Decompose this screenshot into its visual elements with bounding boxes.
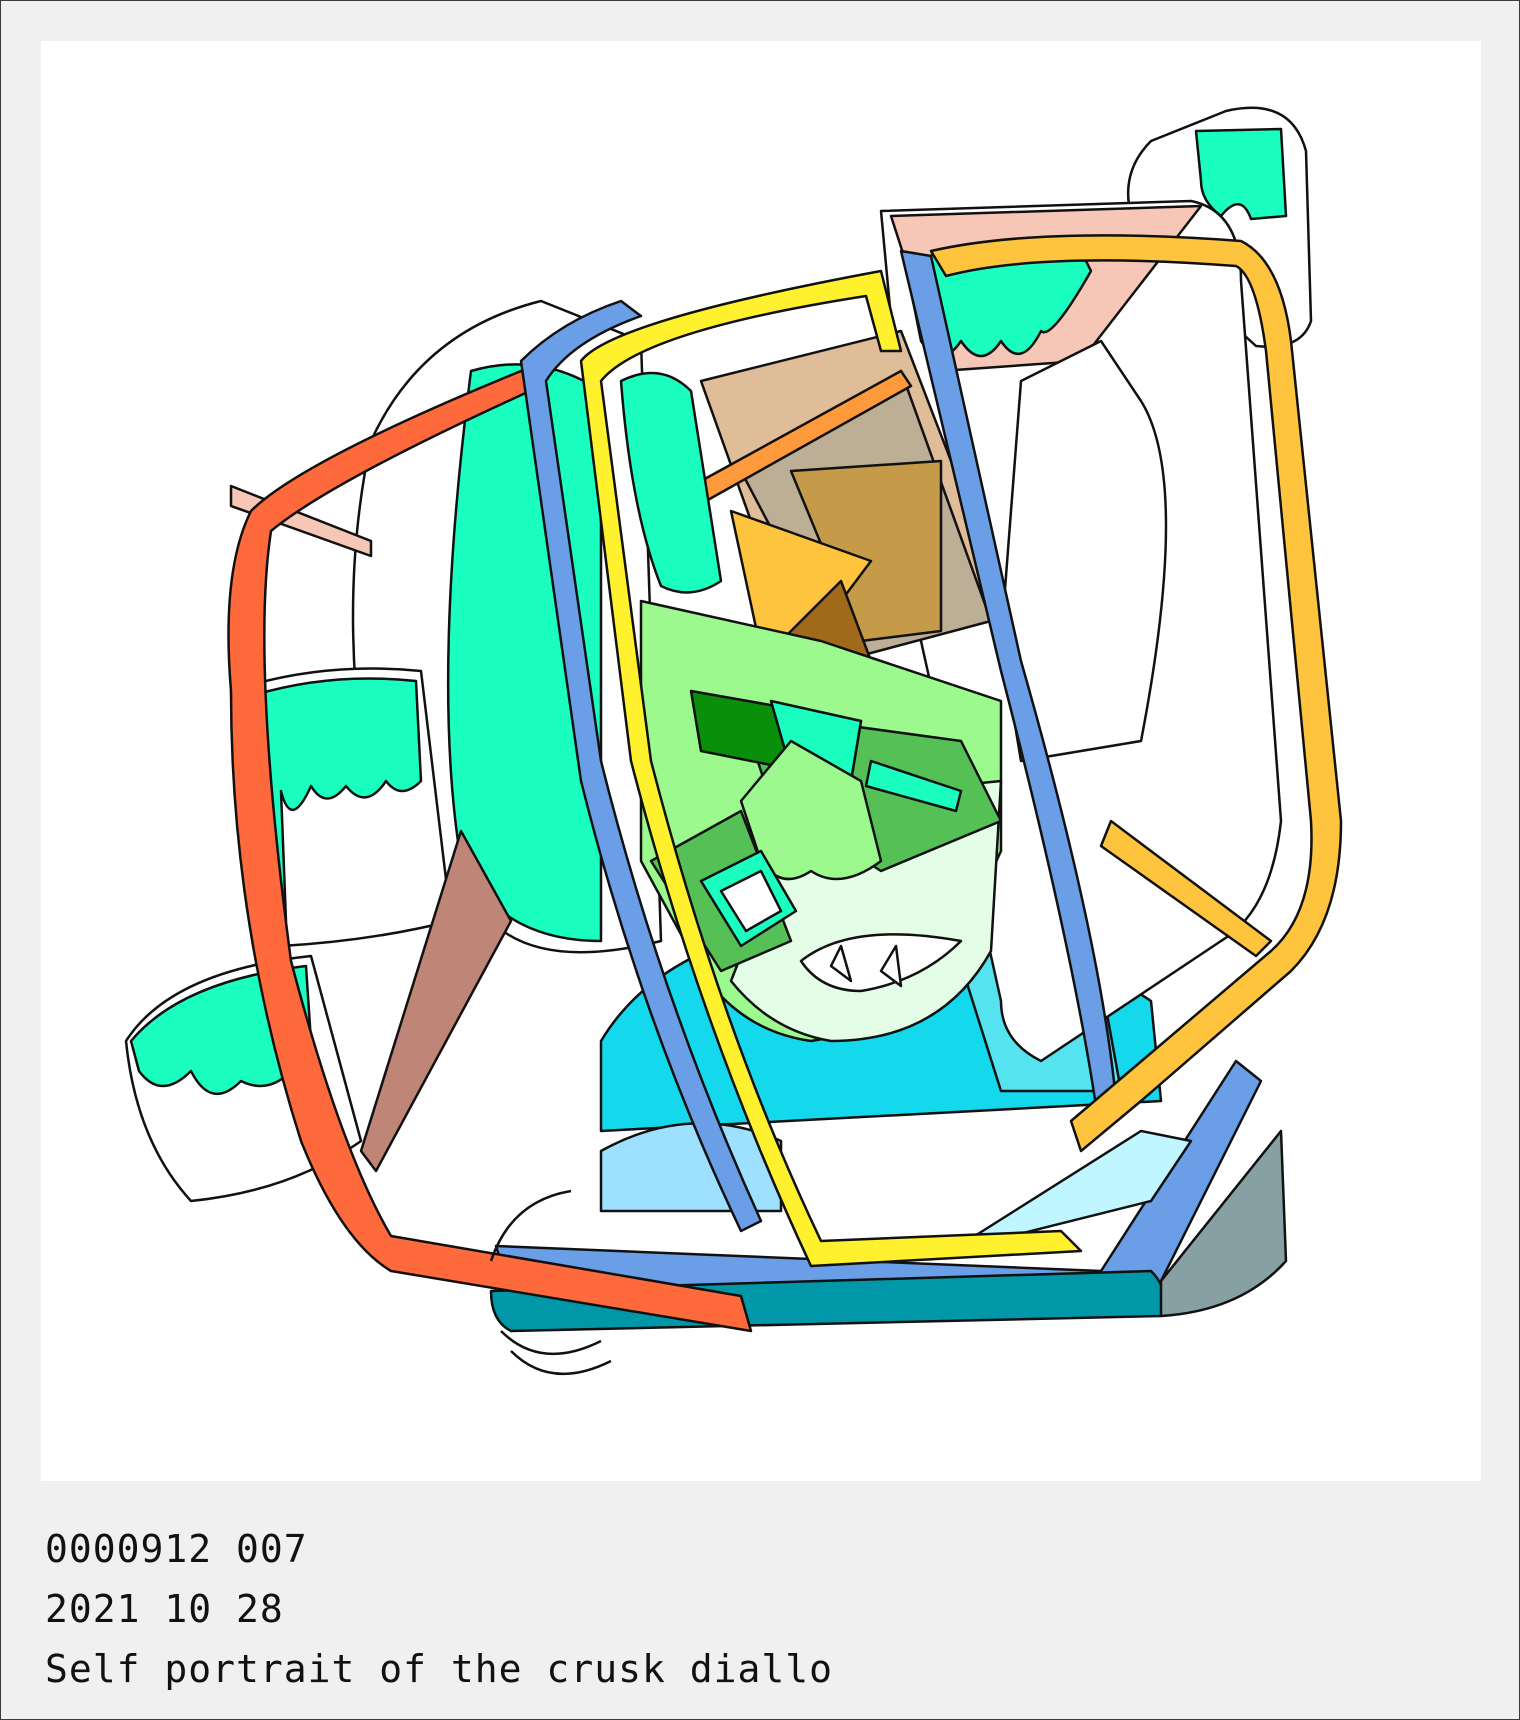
abstract-portrait-drawing xyxy=(124,106,1343,1376)
spoke-amber xyxy=(1099,819,1273,958)
caption-date: 2021 10 28 xyxy=(45,1587,284,1631)
arc-2 xyxy=(500,1330,602,1356)
tooth-2 xyxy=(879,944,903,988)
pedestal-slot xyxy=(949,1129,1193,1253)
frame-yellow xyxy=(579,269,1083,1268)
caption-id: 0000912 007 xyxy=(45,1527,308,1571)
helmet-right xyxy=(999,339,1168,763)
frame-red xyxy=(227,369,753,1333)
arc-3 xyxy=(510,1350,612,1376)
arc-1 xyxy=(489,1189,572,1262)
card-left-mint xyxy=(234,677,423,926)
frame-amber xyxy=(929,234,1343,1153)
visor-slot xyxy=(864,759,963,813)
comb-mint xyxy=(619,371,723,594)
eye-white xyxy=(719,869,783,933)
frame-blue-left xyxy=(519,299,763,1233)
spoke-brown xyxy=(359,829,513,1173)
tooth-1 xyxy=(829,944,853,983)
caption-title: Self portrait of the crusk diallo xyxy=(45,1647,833,1691)
pedestal-side xyxy=(1159,1129,1288,1318)
artwork-canvas xyxy=(41,41,1481,1481)
caption-block: 0000912 007 2021 10 28 Self portrait of … xyxy=(45,1519,833,1699)
card-top-right-mint xyxy=(1194,127,1288,221)
